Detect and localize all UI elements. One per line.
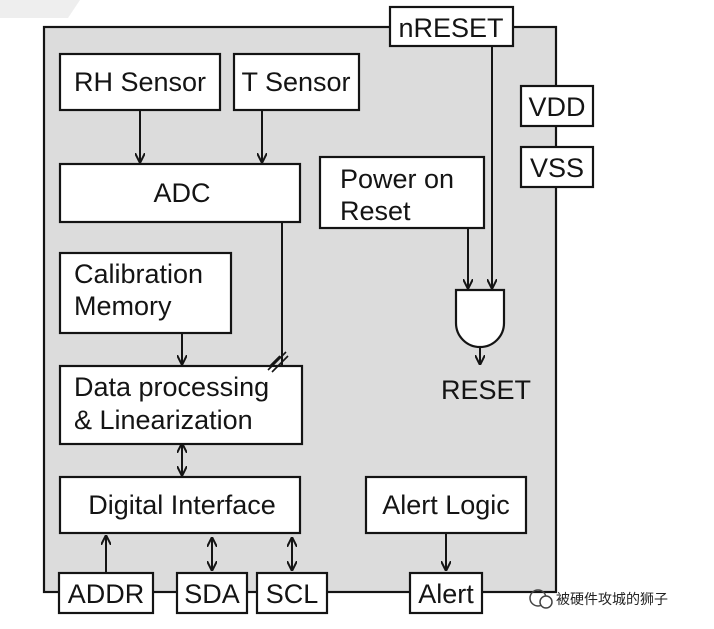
data-processing-block <box>58 364 304 446</box>
rh-sensor-block <box>58 52 222 112</box>
adc-label: ADC <box>153 178 210 208</box>
vss-pin-label: VSS <box>530 153 584 183</box>
alert-pin-label: Alert <box>418 579 474 609</box>
vdd-pin-label: VDD <box>528 92 585 122</box>
scl-pin-label: SCL <box>266 579 319 609</box>
nreset-pin-label: nRESET <box>398 13 503 43</box>
data-processing-label-line2: & Linearization <box>74 405 253 435</box>
t-sensor-block <box>232 52 361 112</box>
scl-pin <box>255 571 329 615</box>
calibration-label-line1: Calibration <box>74 259 203 289</box>
digital-interface-block <box>58 475 302 535</box>
adc-block <box>58 162 302 224</box>
alert-pin <box>408 571 484 615</box>
power-on-reset-label-line2: Reset <box>340 196 411 226</box>
alert-logic-label: Alert Logic <box>382 490 510 520</box>
calibration-memory-block <box>58 251 233 335</box>
t-sensor-label: T Sensor <box>241 67 350 97</box>
sda-pin <box>175 571 249 615</box>
vss-pin <box>519 145 595 189</box>
rh-sensor-label: RH Sensor <box>74 67 206 97</box>
reset-output-label: RESET <box>441 375 531 405</box>
data-processing-label-line1: Data processing <box>74 372 269 402</box>
sda-pin-label: SDA <box>184 579 240 609</box>
calibration-label-line2: Memory <box>74 291 172 321</box>
power-on-reset-label-line1: Power on <box>340 164 454 194</box>
probe-icon <box>267 351 289 373</box>
watermark: 被硬件攻城的狮子 <box>529 589 668 609</box>
digital-interface-label: Digital Interface <box>88 490 276 520</box>
vdd-pin <box>519 84 595 128</box>
nreset-pin <box>388 5 515 48</box>
alert-logic-block <box>364 475 528 535</box>
power-on-reset-block <box>318 155 486 230</box>
addr-pin <box>57 571 155 615</box>
addr-pin-label: ADDR <box>68 579 145 609</box>
and-gate-symbol <box>454 288 506 349</box>
watermark-text: 被硬件攻城的狮子 <box>556 591 668 607</box>
corner-decoration <box>0 0 80 18</box>
